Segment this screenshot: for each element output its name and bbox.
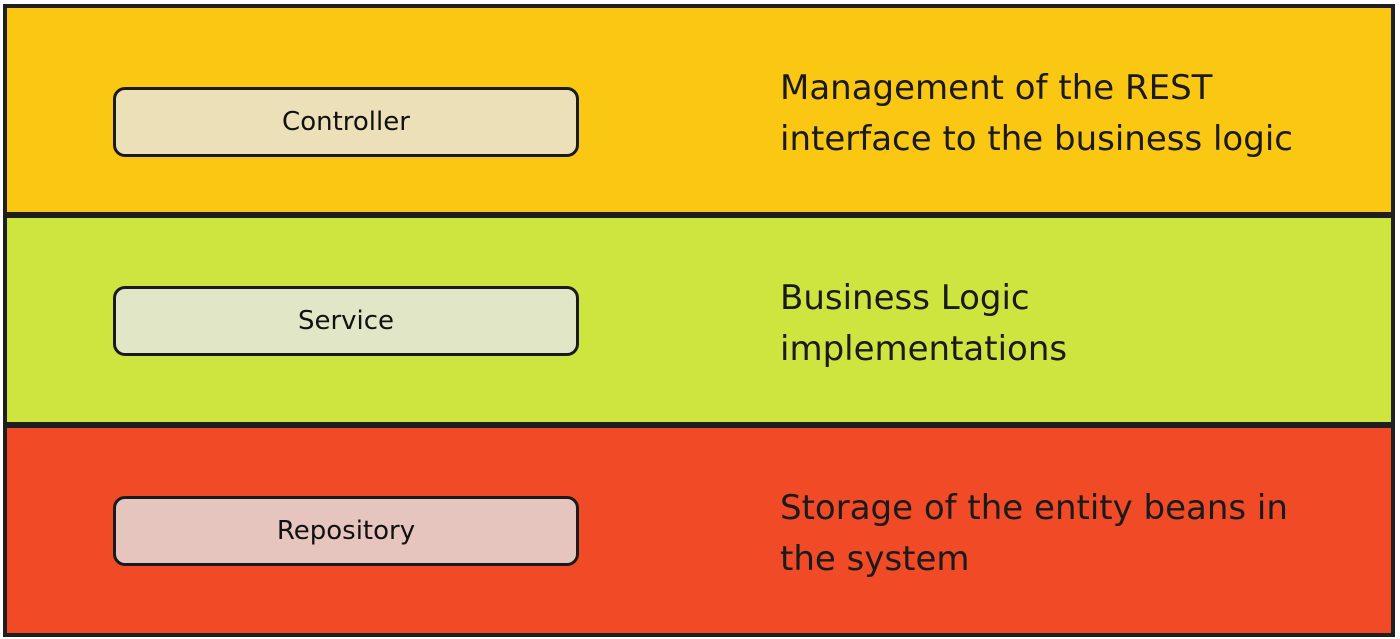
repository-label: Repository [276, 516, 416, 546]
repository-layer: Repository Storage of the entity beans i… [3, 424, 1395, 637]
service-description: Business Logic implementations [780, 278, 1068, 369]
service-box: Service [113, 286, 579, 356]
service-label: Service [297, 306, 395, 336]
controller-box: Controller [113, 87, 579, 157]
service-layer: Service Business Logic implementations [3, 214, 1395, 426]
repository-box: Repository [113, 496, 579, 566]
controller-description: Management of the REST interface to the … [780, 68, 1293, 159]
controller-label: Controller [282, 107, 410, 137]
controller-layer: Controller Management of the REST interf… [3, 4, 1395, 216]
repository-description: Storage of the entity beans in the syste… [780, 488, 1288, 579]
